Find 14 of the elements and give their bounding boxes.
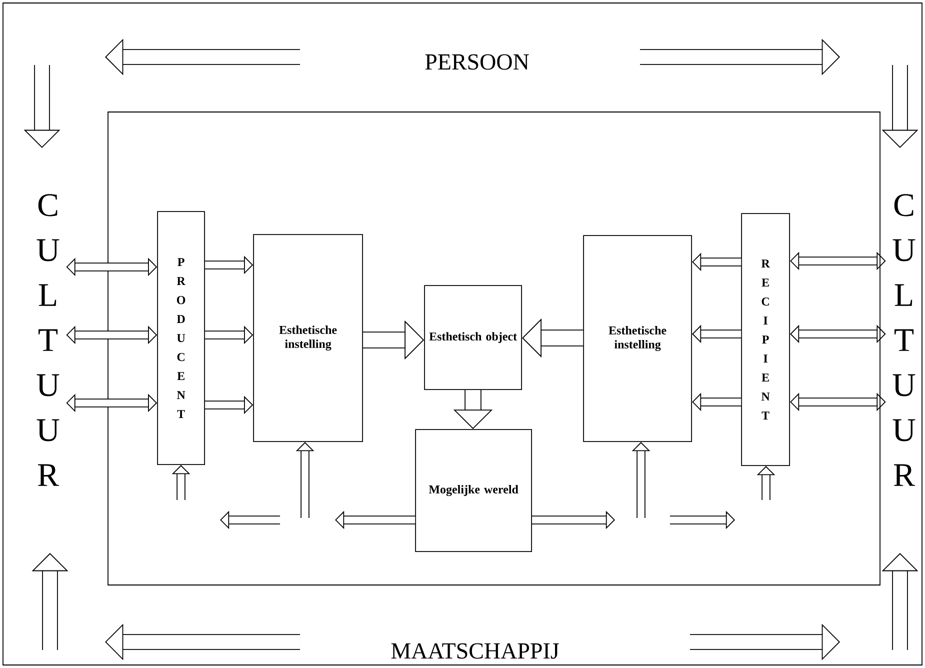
- side-label: CULTUUR: [892, 194, 916, 486]
- block-arrow: [790, 252, 886, 270]
- frame-box: [108, 112, 880, 586]
- side-label: CULTUUR: [36, 194, 60, 486]
- process-box: Mogelijke wereld: [415, 429, 532, 552]
- actor-box: RECIPIENT: [741, 213, 790, 466]
- block-arrow: [790, 392, 886, 412]
- actor-box: PRODUCENT: [157, 211, 205, 465]
- heading-label: PERSOON: [425, 54, 529, 70]
- heading-label: MAATSCHAPPIJ: [391, 643, 559, 659]
- process-box: Esthetische instelling: [583, 235, 692, 442]
- process-box: Esthetische instelling: [253, 234, 363, 442]
- process-box: Esthetisch object: [424, 285, 522, 390]
- block-arrow: [790, 324, 886, 344]
